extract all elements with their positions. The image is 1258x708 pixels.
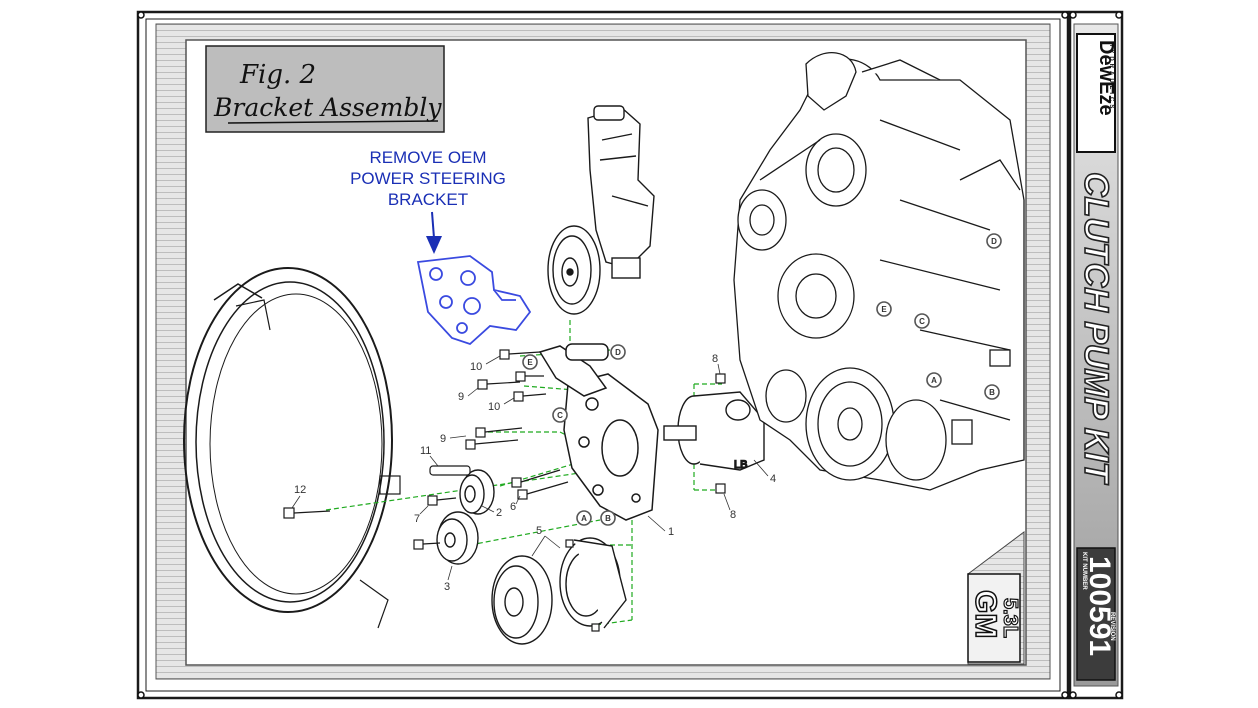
product-title: CLUTCH PUMP KIT bbox=[1077, 172, 1115, 486]
note-line-1: REMOVE OEM bbox=[369, 148, 486, 167]
part-number-8-bottom: 8 bbox=[730, 509, 736, 521]
part-number-11: 11 bbox=[420, 445, 431, 457]
callout-c-bracket: C bbox=[557, 411, 563, 420]
main-bracket bbox=[538, 343, 659, 521]
gm-5-3l-badge: GM 5.3L bbox=[967, 531, 1025, 665]
callout-c-engine: C bbox=[919, 317, 925, 326]
clutch-pump: LB bbox=[663, 391, 765, 472]
letter-callouts: E D C A B D E C A B bbox=[522, 233, 1002, 526]
note-line-3: BRACKET bbox=[388, 190, 468, 209]
callout-b-engine: B bbox=[989, 388, 995, 397]
callout-d-bracket: D bbox=[615, 348, 621, 357]
remove-bracket-note: REMOVE OEM POWER STEERING BRACKET bbox=[350, 148, 506, 254]
figure-number: Fig. 2 bbox=[239, 60, 316, 90]
part-number-4: 4 bbox=[770, 473, 776, 485]
part-number-1: 1 bbox=[668, 526, 674, 538]
part-number-10-upper: 10 bbox=[470, 361, 482, 373]
callout-d-engine: D bbox=[991, 237, 997, 246]
pump-marking: LB bbox=[734, 459, 747, 471]
engine-block bbox=[733, 52, 1025, 491]
idler-pulley-2 bbox=[459, 469, 495, 515]
kit-number-value: 100591 bbox=[1083, 556, 1116, 656]
bell-housing-ring bbox=[183, 267, 401, 629]
bolts bbox=[283, 349, 726, 632]
brand-name: DewEze bbox=[1095, 40, 1117, 116]
gm-badge-make: GM bbox=[969, 590, 1002, 638]
callout-a-engine: A bbox=[931, 376, 937, 385]
part-number-2: 2 bbox=[496, 507, 502, 519]
callout-a-bracket: A bbox=[581, 514, 587, 523]
title-sidebar: DewEze HYDRAULICS CLUTCH PUMP KIT KIT NU… bbox=[1068, 10, 1124, 700]
callout-b-bracket: B bbox=[605, 514, 611, 523]
revision-label: REVISION bbox=[1109, 612, 1115, 641]
part-number-labels: 1 2 3 4 5 6 7 8 8 9 9 10 10 11 12 bbox=[291, 353, 776, 593]
power-steering-pump bbox=[547, 105, 655, 315]
part-number-10-lower: 10 bbox=[488, 401, 500, 413]
figure-title: Fig. 2 Bracket Assembly bbox=[205, 45, 445, 133]
brand-sub: HYDRAULICS bbox=[1108, 42, 1114, 111]
part-number-12: 12 bbox=[294, 484, 306, 496]
down-arrow-icon bbox=[426, 211, 442, 254]
callout-e-engine: E bbox=[881, 305, 887, 314]
kit-number-block: KIT NUMBER 100591 REVISION bbox=[1076, 547, 1116, 681]
idler-pulley-3 bbox=[436, 511, 479, 565]
callout-e-bracket: E bbox=[527, 358, 533, 367]
oem-power-steering-bracket bbox=[416, 255, 532, 346]
part-number-3: 3 bbox=[444, 581, 450, 593]
part-number-7: 7 bbox=[414, 513, 420, 525]
kit-number-label: KIT NUMBER bbox=[1081, 552, 1087, 590]
note-line-2: POWER STEERING bbox=[350, 169, 506, 188]
part-number-8-top: 8 bbox=[712, 353, 718, 365]
gm-badge-engine: 5.3L bbox=[999, 598, 1021, 638]
part-number-6: 6 bbox=[510, 501, 516, 513]
part-number-5: 5 bbox=[536, 525, 542, 537]
deweze-logo: DewEze HYDRAULICS bbox=[1076, 33, 1117, 153]
drive-pulley-5 bbox=[491, 537, 627, 645]
part-number-9-lower: 9 bbox=[440, 433, 446, 445]
part-number-9-upper: 9 bbox=[458, 391, 464, 403]
figure-caption: Bracket Assembly bbox=[213, 93, 442, 122]
